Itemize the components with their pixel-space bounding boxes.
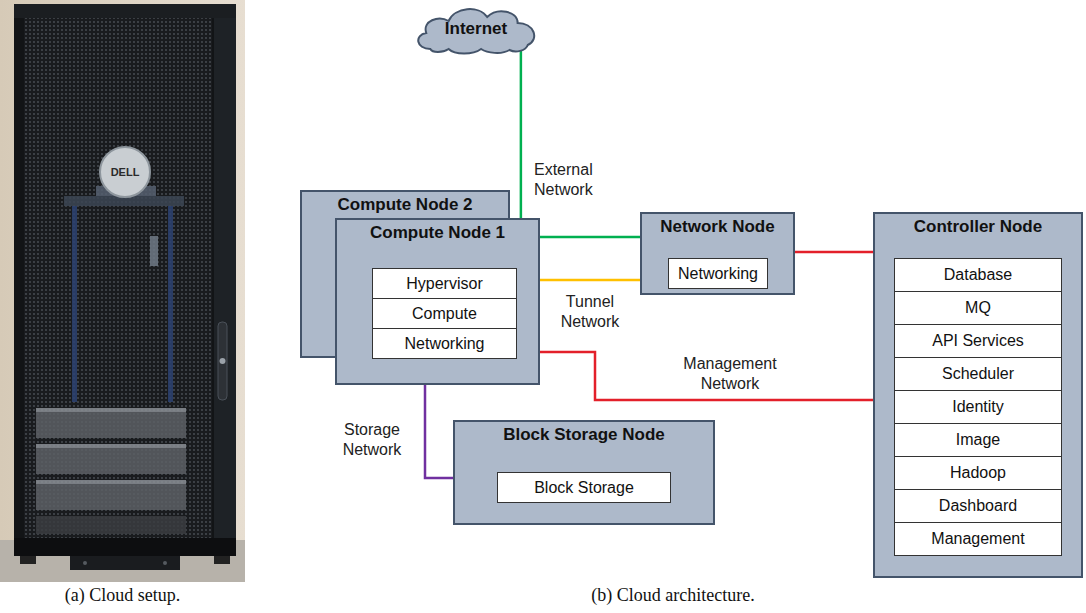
cabinet-foot: [20, 556, 36, 564]
network-label: Storage Network: [328, 420, 416, 460]
service-box: MQ: [894, 291, 1062, 325]
subfigure-caption: (b) Cloud architecture.: [518, 584, 828, 606]
service-box: Compute: [372, 298, 517, 329]
service-box: Scheduler: [894, 357, 1062, 391]
subfigure-caption: (a) Cloud setup.: [20, 584, 225, 606]
server: [36, 444, 186, 474]
service-label: Hadoop: [950, 463, 1006, 483]
service-box: Identity: [894, 390, 1062, 424]
node-box: Networking Network Node: [640, 212, 795, 295]
service-box: Networking: [668, 258, 768, 289]
network-link: [795, 251, 873, 254]
service-box: API Services: [894, 324, 1062, 358]
service-label: Dashboard: [939, 496, 1017, 516]
network-label: Management Network: [660, 354, 800, 394]
service-box: Hadoop: [894, 456, 1062, 490]
node-title: Compute Node 1: [370, 222, 505, 244]
service-label: Compute: [412, 304, 477, 324]
internet-cloud: Internet: [410, 3, 542, 53]
service-box: Management: [894, 522, 1062, 556]
server: [36, 408, 186, 438]
service-label: Networking: [678, 264, 758, 284]
network-link: [540, 352, 873, 400]
service-box: Database: [894, 258, 1062, 292]
node-title: Compute Node 2: [337, 194, 472, 216]
service-label: Image: [956, 430, 1000, 450]
rack-contents: [36, 186, 186, 534]
server-edge: [36, 408, 186, 412]
node-title: Block Storage Node: [503, 424, 665, 446]
cabinet-base: [14, 538, 236, 556]
service-label: Database: [944, 265, 1013, 285]
logo-badge: [100, 147, 150, 197]
cabinet-side: [214, 4, 236, 556]
network-label: External Network: [534, 160, 616, 200]
service-label: Management: [931, 529, 1024, 549]
node-box: HypervisorComputeNetworking Compute Node …: [335, 218, 540, 385]
service-box: Networking: [372, 328, 517, 359]
network-link: [425, 385, 453, 478]
node-box: DatabaseMQ API ServicesSchedulerIdentityI…: [873, 212, 1083, 578]
bolt: [83, 561, 87, 565]
cabinet-body: [14, 4, 236, 556]
service-box: Image: [894, 423, 1062, 457]
rack-photo: [0, 0, 245, 582]
network-label: Tunnel Network: [545, 292, 635, 332]
service-label: Scheduler: [942, 364, 1014, 384]
device: [150, 236, 158, 266]
rack-post: [168, 206, 173, 402]
bolt: [163, 561, 167, 565]
node-box: Block Storage Block Storage Node: [453, 420, 715, 525]
wall: [0, 0, 245, 545]
service-label: API Services: [932, 331, 1024, 351]
door-mesh: [24, 18, 212, 538]
cloud-shape: [418, 9, 534, 53]
rack-post: [72, 206, 77, 402]
server: [36, 480, 186, 510]
service-label: Hypervisor: [406, 274, 482, 294]
keyhole: [220, 358, 226, 364]
stabilizer-plate: [70, 556, 180, 570]
node-title: Controller Node: [914, 216, 1042, 238]
cabinet-foot: [214, 556, 230, 564]
service-box: Hypervisor: [372, 268, 517, 299]
server-edge: [36, 444, 186, 448]
node-title: Network Node: [660, 216, 774, 238]
server: [36, 516, 186, 534]
network-link: [540, 279, 640, 282]
service-label: Identity: [952, 397, 1004, 417]
cloud-label: Internet: [445, 16, 507, 40]
service-label: MQ: [965, 298, 991, 318]
network-link: [521, 49, 640, 237]
service-box: Dashboard: [894, 489, 1062, 523]
service-box: Block Storage: [497, 472, 671, 503]
service-label: Networking: [404, 334, 484, 354]
door-handle: [218, 322, 227, 400]
service-label: Block Storage: [534, 478, 634, 498]
logo-text: DELL: [100, 164, 150, 180]
server-edge: [36, 480, 186, 484]
top-trim: [14, 4, 236, 18]
